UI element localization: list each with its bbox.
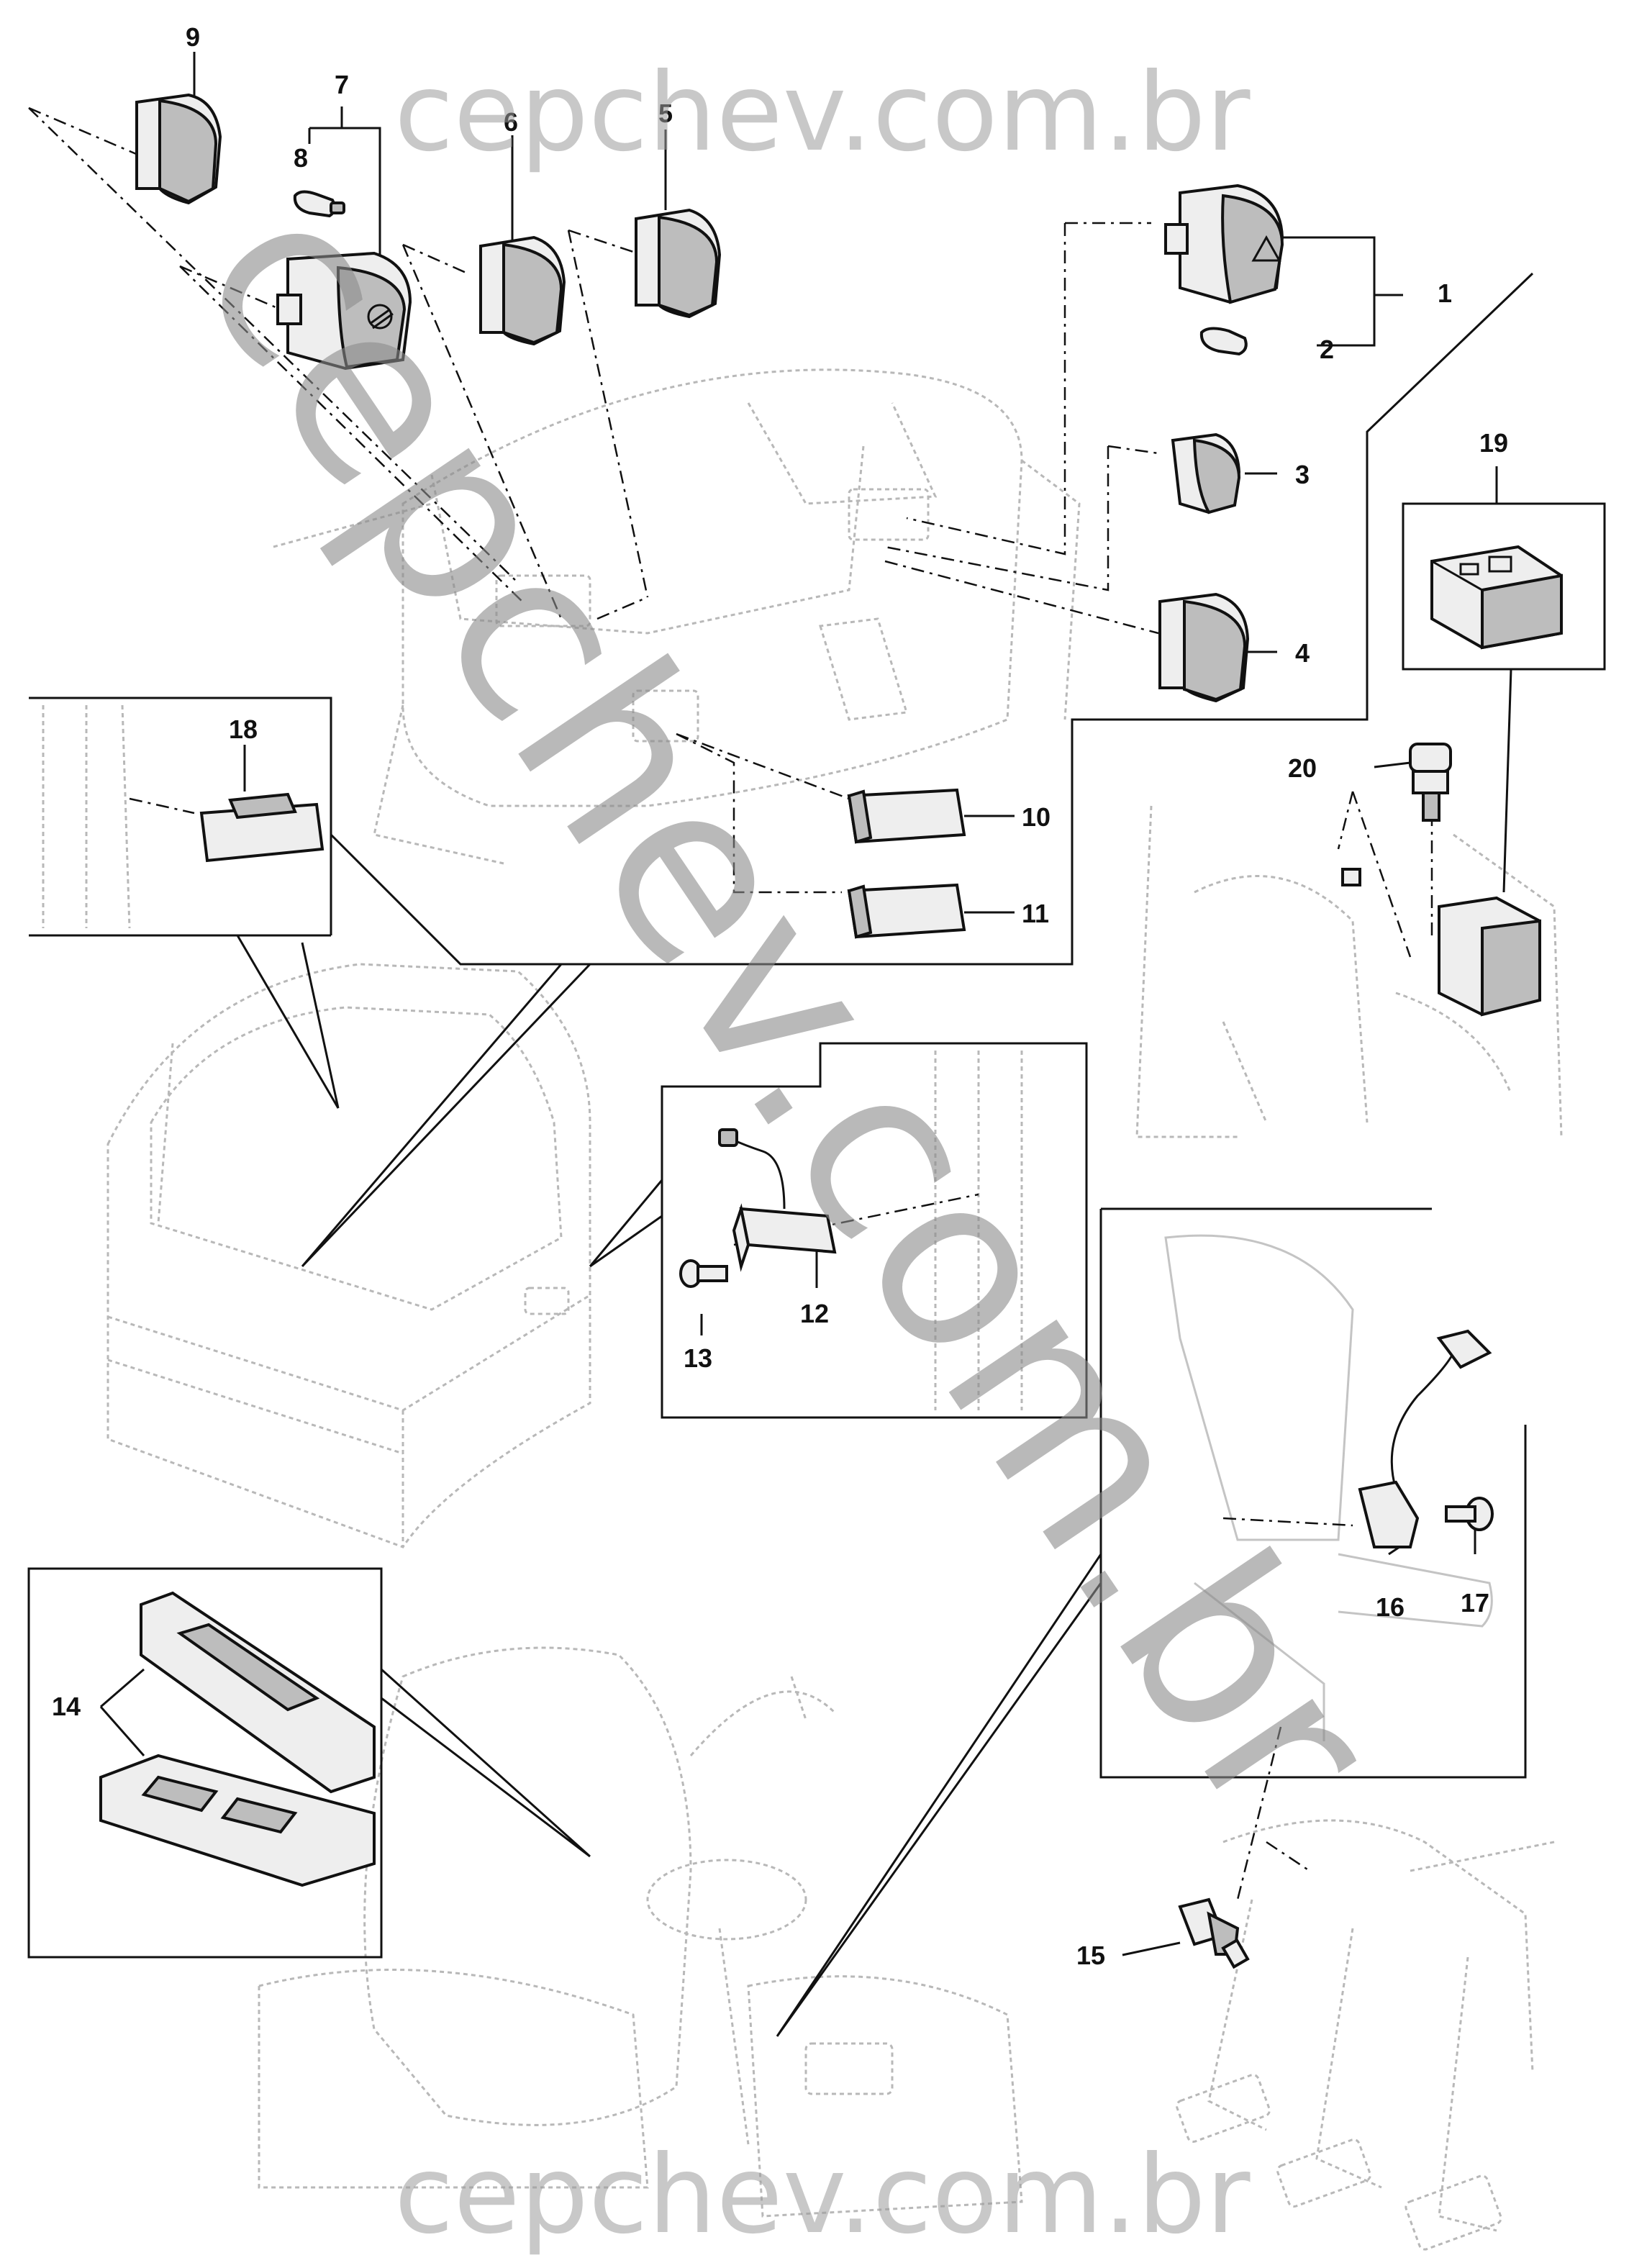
ghost-interior bbox=[258, 1646, 1023, 2218]
inset-frames bbox=[27, 272, 1606, 1959]
callout-9: 9 bbox=[186, 22, 200, 52]
watermark-top: cepchev.com.br bbox=[394, 50, 1251, 176]
callout-18: 18 bbox=[229, 715, 258, 744]
callout-16: 16 bbox=[1376, 1592, 1405, 1622]
part-3-switch-cap bbox=[1171, 432, 1241, 514]
callout-20: 20 bbox=[1288, 753, 1317, 783]
part-16-clutch-switch bbox=[1358, 1329, 1492, 1548]
callout-3: 3 bbox=[1295, 460, 1310, 489]
callout-19: 19 bbox=[1479, 428, 1508, 458]
watermark-bottom: cepchev.com.br bbox=[394, 2133, 1251, 2258]
part-4-switch-blank bbox=[1158, 592, 1250, 703]
part-2-bulb bbox=[1199, 327, 1248, 356]
ghost-dashboard bbox=[273, 368, 1081, 865]
callout-10: 10 bbox=[1022, 802, 1051, 832]
watermarks: cepchev.com.br cepchev.com.br cepchev.co… bbox=[148, 50, 1431, 2258]
callout-7: 7 bbox=[335, 70, 349, 99]
ghost-truck-cab bbox=[106, 963, 591, 1548]
callout-14: 14 bbox=[52, 1692, 81, 1721]
part-9-switch-blank bbox=[135, 93, 222, 205]
part-1-hazard-switch bbox=[1164, 183, 1284, 304]
part-19-relay-installed bbox=[1438, 896, 1541, 1017]
callout-5: 5 bbox=[658, 99, 673, 128]
part-5-switch-blank bbox=[635, 208, 722, 319]
watermark-diagonal: cepchev.com.br bbox=[148, 150, 1431, 1868]
part-19-relay bbox=[1430, 545, 1563, 650]
callout-12: 12 bbox=[800, 1299, 829, 1328]
part-11-cover-plate bbox=[847, 883, 966, 939]
part-15-brake-switch bbox=[1178, 1897, 1250, 1969]
callout-2: 2 bbox=[1320, 335, 1334, 364]
part-13-screw bbox=[679, 1259, 728, 1288]
callout-11: 11 bbox=[1022, 899, 1049, 928]
callout-13: 13 bbox=[684, 1343, 712, 1373]
part-8-bulb bbox=[293, 190, 345, 218]
leader-lines bbox=[28, 52, 1512, 2037]
callout-labels: 1 2 3 4 5 6 7 8 9 10 11 12 13 14 15 16 1… bbox=[52, 22, 1508, 1970]
part-17-bolt bbox=[1445, 1497, 1494, 1531]
part-6-switch-blank bbox=[479, 235, 566, 346]
callout-8: 8 bbox=[294, 143, 308, 173]
part-20-plug bbox=[1341, 743, 1452, 886]
part-14-window-switches bbox=[99, 1591, 376, 1887]
callout-4: 4 bbox=[1295, 638, 1310, 668]
part-12-courtesy-switch bbox=[718, 1128, 837, 1272]
callout-6: 6 bbox=[504, 107, 518, 137]
part-18-door-switch bbox=[199, 792, 325, 863]
callout-15: 15 bbox=[1076, 1941, 1105, 1970]
ghost-footwell bbox=[1135, 805, 1563, 1138]
callout-17: 17 bbox=[1461, 1588, 1489, 1618]
callout-1: 1 bbox=[1438, 278, 1452, 308]
part-10-cover-plate bbox=[847, 788, 966, 844]
part-7-lamp-switch bbox=[276, 251, 412, 371]
ghost-pedals bbox=[1176, 1819, 1555, 2251]
